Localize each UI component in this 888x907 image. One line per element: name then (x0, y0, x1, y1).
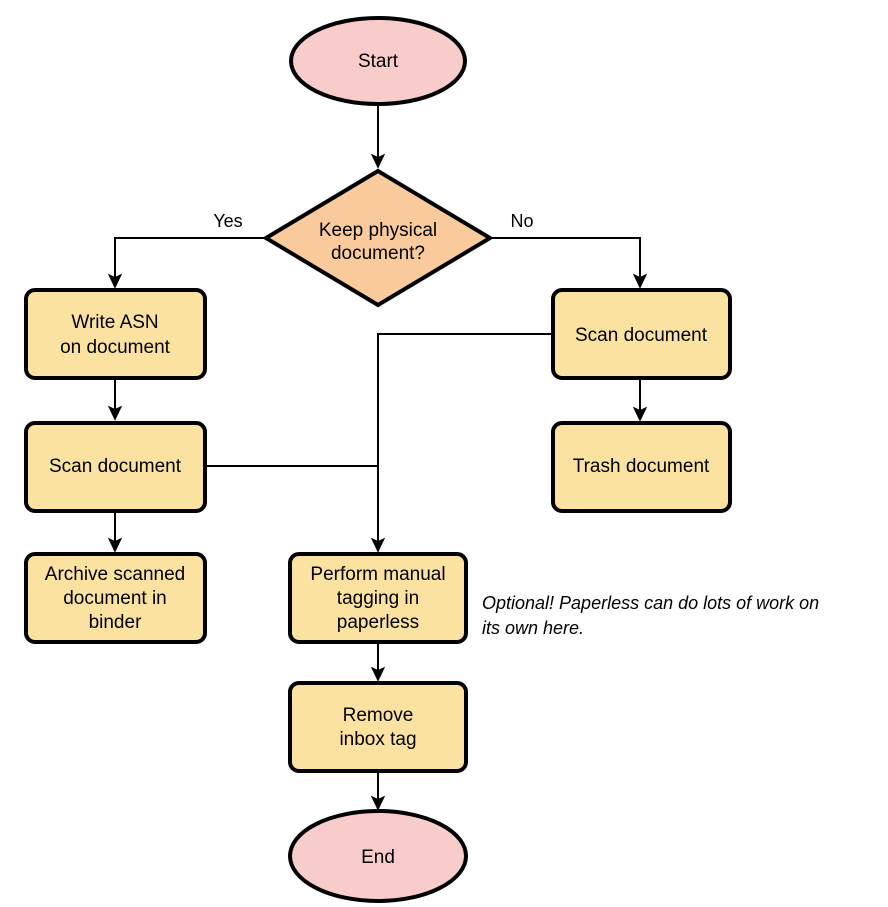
archive-rect-shape (24, 552, 207, 644)
write-asn-rect-shape (24, 288, 207, 380)
write-asn-label-line2: on document (60, 337, 171, 358)
annotation-line2: its own here. (482, 618, 584, 638)
edge-decision-no-to-scan-right (492, 237, 648, 289)
annotation-note: Optional! Paperless can do lots of work … (482, 593, 819, 638)
remove-inbox-label-line1: Remove (343, 705, 414, 726)
node-scan-document-right[interactable]: Scan document (551, 288, 732, 380)
edge-scan-right-to-tagging (370, 333, 553, 553)
scan-right-label: Scan document (575, 325, 708, 346)
node-trash-document[interactable]: Trash document (551, 421, 732, 513)
remove-inbox-label-line2: inbox tag (339, 729, 416, 750)
node-archive-scanned-document[interactable]: Archive scanned document in binder (24, 552, 207, 644)
archive-label-line2: document in (63, 588, 167, 609)
start-label: Start (358, 51, 399, 72)
node-write-asn-on-document[interactable]: Write ASN on document (24, 288, 207, 380)
node-start[interactable]: Start (289, 16, 467, 106)
trash-label: Trash document (573, 456, 710, 477)
trash-rect-shape (551, 421, 732, 513)
decision-label-line1: Keep physical (319, 220, 437, 241)
annotation-line1: Optional! Paperless can do lots of work … (482, 593, 819, 613)
start-ellipse-shape (289, 16, 467, 106)
tagging-label-line3: paperless (337, 612, 419, 633)
scan-left-rect-shape (24, 421, 207, 513)
archive-label-line1: Archive scanned (45, 564, 185, 585)
write-asn-label-line1: Write ASN (71, 312, 158, 333)
edge-label-no: No (510, 211, 533, 231)
decision-diamond-shape (262, 168, 494, 308)
end-label: End (361, 847, 395, 868)
edge-label-yes: Yes (213, 211, 242, 231)
scan-right-rect-shape (551, 288, 732, 380)
node-end[interactable]: End (288, 809, 468, 903)
tagging-rect-shape (288, 552, 468, 644)
remove-inbox-rect-shape (288, 681, 468, 773)
scan-left-label: Scan document (49, 456, 182, 477)
decision-label-line2: document? (331, 243, 425, 264)
edge-decision-yes-to-write-asn (107, 237, 264, 289)
node-scan-document-left[interactable]: Scan document (24, 421, 207, 513)
end-ellipse-shape (288, 809, 468, 903)
tagging-label-line1: Perform manual (310, 564, 445, 585)
tagging-label-line2: tagging in (337, 588, 419, 609)
archive-label-line3: binder (89, 612, 142, 633)
node-perform-manual-tagging[interactable]: Perform manual tagging in paperless (288, 552, 468, 644)
node-decision-keep-physical-document[interactable]: Keep physical document? (262, 168, 494, 308)
node-remove-inbox-tag[interactable]: Remove inbox tag (288, 681, 468, 773)
